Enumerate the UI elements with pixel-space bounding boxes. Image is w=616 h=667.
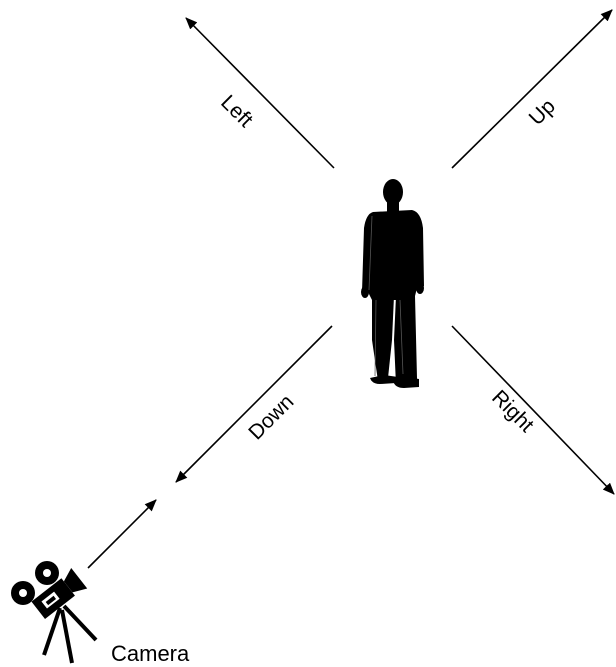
down-arrow: [175, 325, 333, 483]
right-label: Right: [487, 386, 538, 437]
left-arrow: [185, 17, 335, 169]
person-silhouette-icon: [361, 179, 424, 388]
up-arrow: [451, 9, 613, 169]
camera-view-arrow: [87, 499, 157, 569]
person-highlight: [368, 215, 404, 377]
down-label: Down: [244, 390, 298, 444]
up-label: Up: [525, 95, 560, 130]
movie-camera-icon: [11, 561, 98, 664]
camera-label: Camera: [111, 641, 190, 666]
left-label: Left: [216, 91, 257, 132]
right-arrow: [451, 325, 615, 495]
